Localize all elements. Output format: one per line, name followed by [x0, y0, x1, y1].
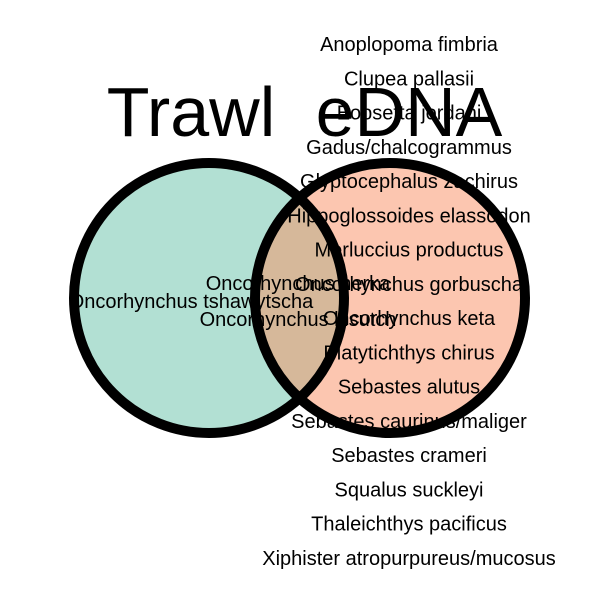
species-label: Thaleichthys pacificus [311, 514, 507, 536]
species-label: Oncorhynchus kisutch [200, 309, 397, 331]
species-label: Squalus suckleyi [335, 479, 484, 501]
species-label: Oncorhynchus nerka [206, 273, 391, 295]
species-label: Glyptocephalus zachirus [300, 171, 518, 193]
species-label: Sebastes alutus [338, 377, 480, 399]
species-label: Eopsetta jordani [337, 103, 482, 125]
trawl-circle-outline [69, 158, 349, 438]
species-label: Gadus/chalcogrammus [306, 137, 512, 159]
species-label: Xiphister atropurpureus/mucosus [262, 548, 555, 570]
species-label: Anoplopoma fimbria [320, 34, 499, 56]
edna-circle-outline [250, 158, 530, 438]
species-label: Oncorhynchus gorbuscha [295, 274, 524, 296]
species-label: Merluccius productus [315, 240, 504, 262]
species-label: Platytichthys chirus [323, 342, 494, 364]
species-label: Sebastes crameri [331, 445, 487, 467]
species-label: Hippoglossoides elassodon [287, 205, 531, 227]
species-label: Oncorhynchus tshawytscha [69, 291, 314, 313]
trawl-set-label: Trawl [107, 73, 276, 151]
trawl-only-list: Oncorhynchus tshawytscha [69, 291, 314, 313]
species-label: Sebastes caurinus/maliger [291, 411, 527, 433]
species-label: Clupea pallasii [344, 68, 474, 90]
edna-set-label: eDNA [316, 73, 503, 151]
species-label: Oncorhynchus keta [323, 308, 496, 330]
